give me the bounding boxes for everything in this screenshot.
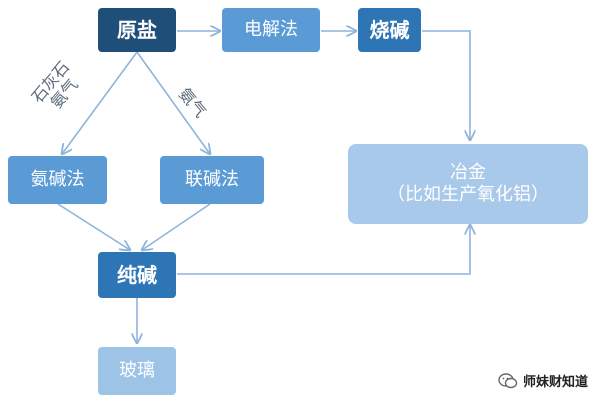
watermark: 师妹财知道 [498,371,588,390]
node-raw-salt: 原盐 [98,8,176,52]
node-ammonia-soda-label: 氨碱法 [30,168,85,190]
wechat-icon [498,372,518,388]
arrow-soda-ash-to-metallurgy [177,225,470,275]
arrow-combined-soda-to-soda-ash [142,203,211,250]
node-caustic-soda: 烧碱 [358,8,421,52]
node-combined-soda: 联碱法 [160,156,264,204]
node-metallurgy-line1: 冶金 [450,161,486,183]
node-soda-ash-label: 纯碱 [117,262,157,287]
arrow-ammonia-soda-to-soda-ash [57,203,130,250]
node-ammonia-soda: 氨碱法 [8,156,107,204]
arrow-salt-to-ammonia-soda [62,51,138,154]
node-electrolysis-label: 电解法 [244,18,298,40]
node-metallurgy: 冶金 （比如生产氧化铝） [348,144,588,224]
node-glass-label: 玻璃 [119,359,155,381]
node-raw-salt-label: 原盐 [117,17,157,42]
node-electrolysis: 电解法 [222,8,320,52]
node-soda-ash: 纯碱 [98,252,176,298]
watermark-text: 师妹财知道 [522,375,588,390]
node-metallurgy-line2: （比如生产氧化铝） [387,184,549,205]
node-glass: 玻璃 [98,347,176,395]
node-combined-soda-label: 联碱法 [185,168,239,190]
arrow-caustic-to-metallurgy [422,30,470,140]
node-caustic-soda-label: 烧碱 [369,17,410,42]
arrow-salt-to-combined-soda [136,51,210,154]
